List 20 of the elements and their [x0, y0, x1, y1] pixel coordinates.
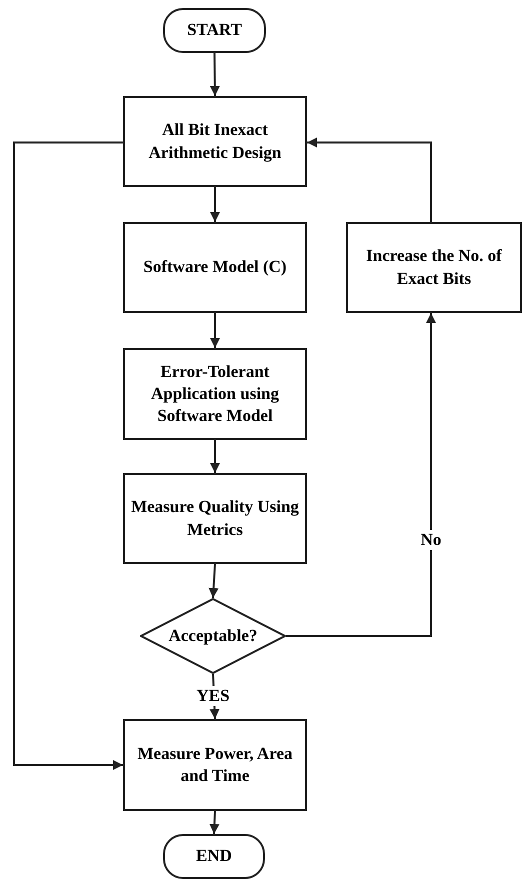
arrow: [307, 138, 432, 222]
process-box: Software Model (C): [123, 222, 307, 313]
edge-label: No: [418, 530, 444, 550]
process-box: Increase the No. of Exact Bits: [346, 222, 522, 313]
arrow: [210, 187, 220, 222]
arrow: [208, 564, 219, 598]
arrow: [210, 52, 220, 96]
arrow: [13, 142, 123, 770]
arrow: [286, 313, 436, 637]
arrow: [210, 313, 220, 348]
process-box: Measure Power, Area and Time: [123, 719, 307, 811]
process-box: Measure Quality Using Metrics: [123, 473, 307, 564]
terminal-pill: START: [163, 8, 266, 53]
arrow: [210, 440, 220, 473]
arrow: [209, 810, 220, 834]
process-box: All Bit Inexact Arithmetic Design: [123, 96, 307, 187]
edge-label: YES: [194, 686, 232, 706]
process-box: Error-Tolerant Application using Software Model: [123, 348, 307, 440]
decision-diamond: Acceptable?: [140, 598, 286, 674]
terminal-pill: END: [163, 834, 265, 879]
